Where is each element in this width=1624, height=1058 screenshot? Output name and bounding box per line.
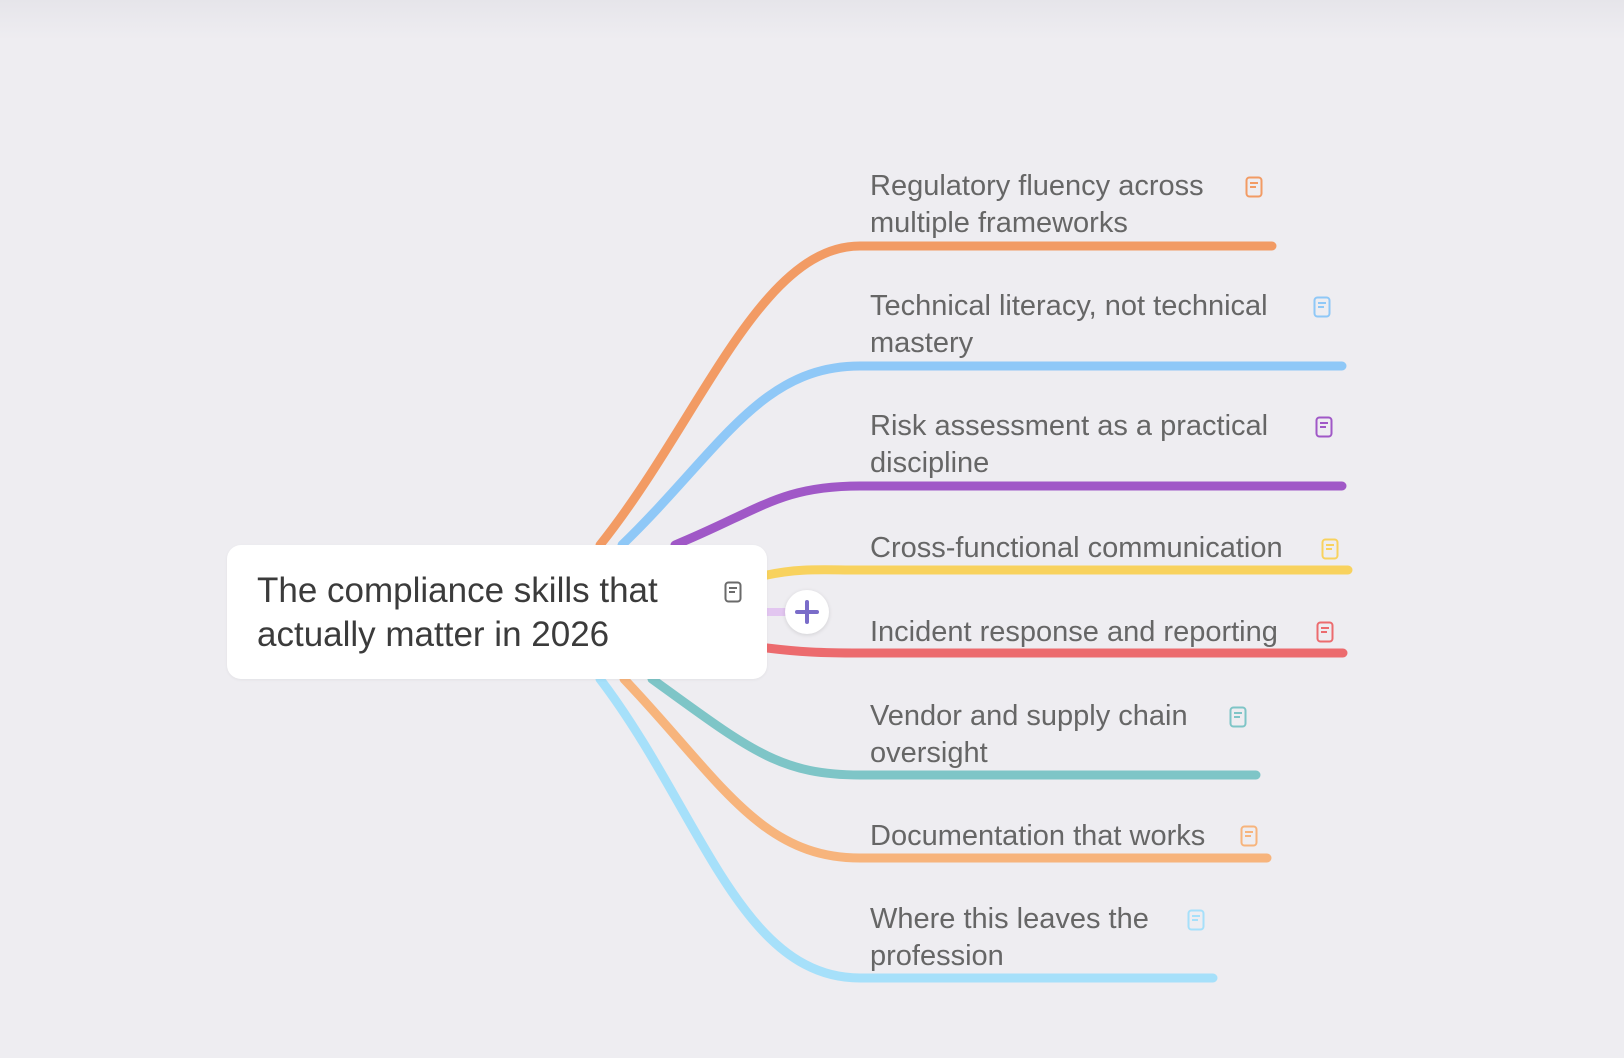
add-topic-button[interactable] [785,590,829,634]
note-icon[interactable] [1315,416,1333,438]
topic-label[interactable]: Documentation that works [870,820,1206,852]
note-icon[interactable] [1240,825,1258,847]
topic-label[interactable]: Incident response and reporting [870,616,1278,648]
branch-line-6 [647,674,1261,780]
branch-line-5 [762,643,1348,658]
branch-line-1 [595,241,1277,550]
plus-icon [795,600,819,624]
topic-1[interactable]: Regulatory fluency across multiple frame… [870,168,1230,242]
topic-7[interactable]: Documentation that works [870,818,1250,855]
central-topic[interactable]: The compliance skills that actually matt… [227,545,767,679]
note-icon[interactable] [724,581,742,603]
note-icon[interactable] [1229,706,1247,728]
top-shade [0,0,1624,40]
topic-label[interactable]: Cross-functional communication [870,532,1283,564]
branch-line-4 [762,565,1353,580]
note-icon[interactable] [1313,296,1331,318]
branch-line-2 [617,361,1347,550]
topic-4[interactable]: Cross-functional communication [870,530,1320,567]
topic-6[interactable]: Vendor and supply chain oversight [870,698,1215,772]
topic-label[interactable]: Technical literacy, not technical master… [870,290,1268,359]
note-icon[interactable] [1245,176,1263,198]
branch-line-8 [595,674,1218,983]
topic-label[interactable]: Risk assessment as a practical disciplin… [870,410,1269,479]
note-icon[interactable] [1187,909,1205,931]
note-icon[interactable] [1316,621,1334,643]
topic-label[interactable]: Where this leaves the profession [870,903,1149,972]
note-icon[interactable] [1321,538,1339,560]
topic-5[interactable]: Incident response and reporting [870,614,1320,651]
topic-label[interactable]: Regulatory fluency across multiple frame… [870,170,1204,239]
branch-line-7 [619,674,1272,863]
branch-line-3 [670,481,1347,550]
central-topic-title[interactable]: The compliance skills that actually matt… [257,571,658,654]
topic-3[interactable]: Risk assessment as a practical disciplin… [870,408,1300,482]
topic-label[interactable]: Vendor and supply chain oversight [870,700,1188,769]
topic-8[interactable]: Where this leaves the profession [870,901,1180,975]
topic-2[interactable]: Technical literacy, not technical master… [870,288,1300,362]
